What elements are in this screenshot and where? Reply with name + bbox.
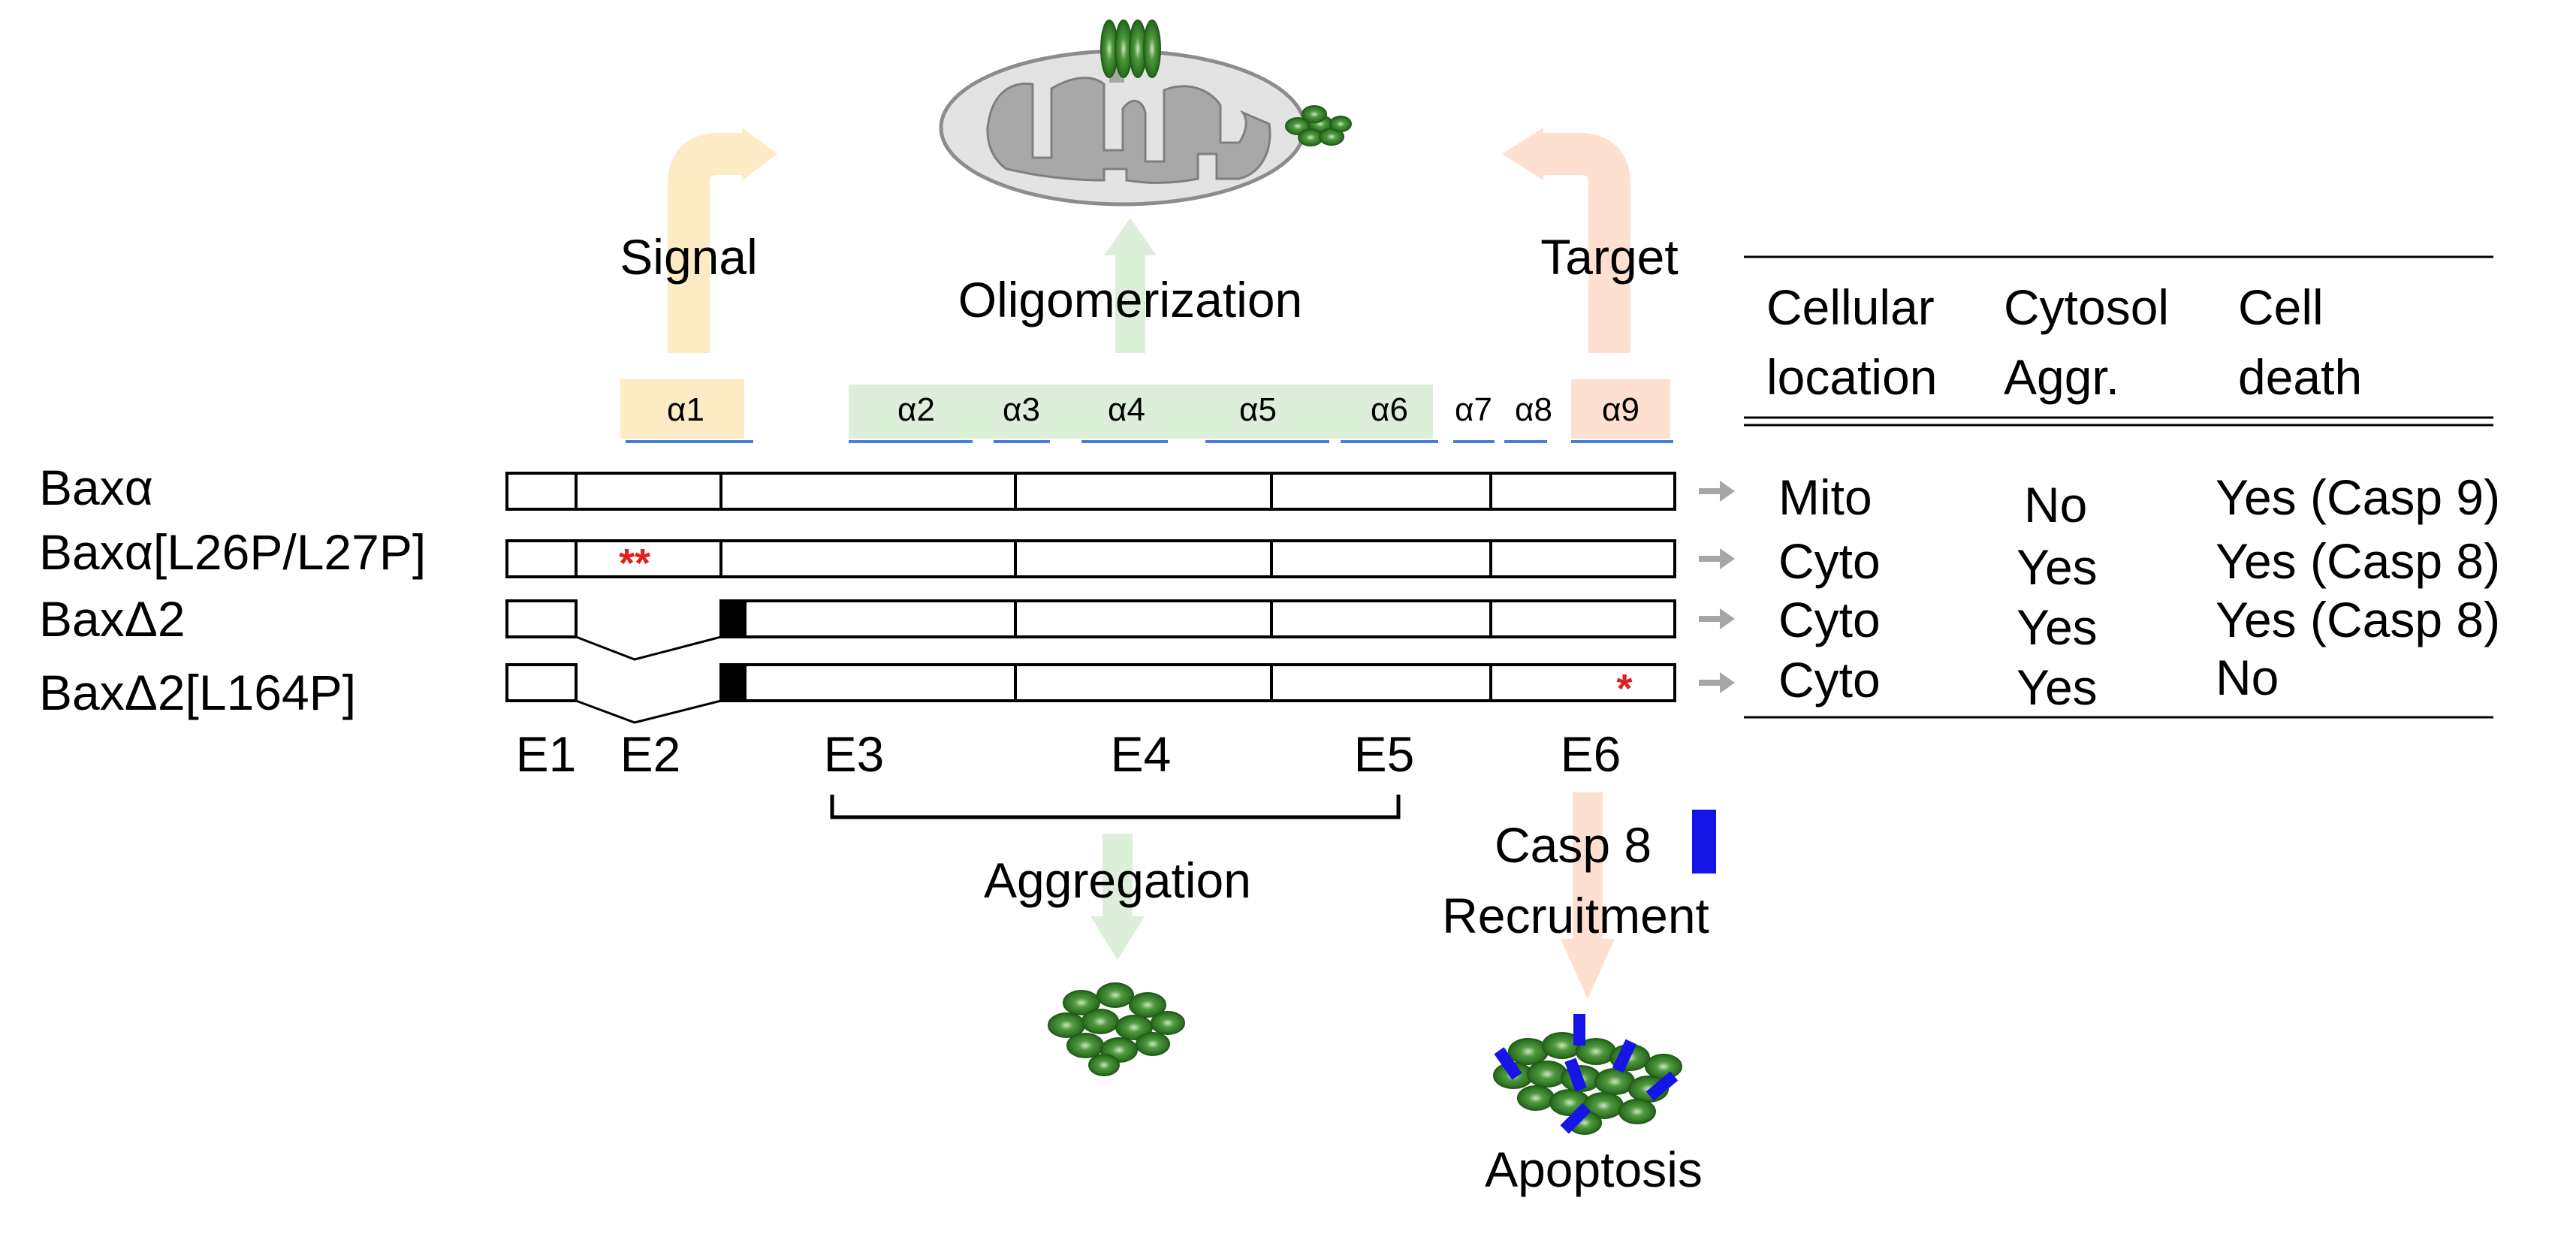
gene-structure-baxa [505,472,1676,511]
cell-aggregation: No [2024,477,2087,533]
helix-label: α6 [1371,391,1408,428]
helix-label: α4 [1108,391,1145,428]
cell-death: Yes (Casp 8) [2216,592,2500,647]
mitochondrion [939,20,1352,207]
header-location-line1: Cellular [1766,279,1935,335]
helix-label: α5 [1239,391,1277,428]
cell-location: Cyto [1778,652,1881,708]
helix-label: α1 [667,391,704,428]
exon-label: E5 [1354,726,1415,782]
construct-name-baxa: Baxα [39,460,153,515]
recruitment-arrow [1561,792,1615,999]
cell-aggregation: Yes [2016,659,2098,715]
header-aggregation-line1: Cytosol [2004,279,2169,335]
signal-arrow [668,128,777,353]
header-location-line2: location [1766,349,1938,405]
construct-name-baxd2: BaxΔ2 [39,591,186,647]
gene-structure-baxd2 [505,599,1676,661]
oligomerization-helix-box [849,385,1433,439]
gene-structure-baxd2-l164p [505,663,1676,724]
cell-death: No [2216,650,2279,705]
target-helix-box [1571,379,1670,439]
bax-cluster-small-icon [1285,105,1352,146]
target-label: Target [1540,229,1678,285]
aggregation-arrow [1090,834,1145,960]
aggregation-bracket [830,795,1401,819]
bax-oligomer-pore-icon [1100,20,1161,83]
bax-aggregate-icon [1048,982,1185,1076]
exon-label: E4 [1111,726,1172,782]
exon-label: E3 [824,726,885,782]
aggregation-label: Aggregation [984,852,1251,908]
header-death-line1: Cell [2238,279,2324,335]
cell-location: Mito [1778,469,1872,525]
row-arrows [1699,481,1735,693]
exon-labels: E1 E2 E3 E4 E5 E6 [516,726,1621,782]
exon-label: E6 [1561,726,1621,782]
helix-label: α7 [1455,391,1492,428]
header-death-line2: death [2238,349,2362,405]
cell-location: Cyto [1778,592,1881,647]
mutation-marker-single: * [1616,666,1632,711]
oligomerization-arrow [1104,218,1157,353]
signal-label: Signal [620,229,757,285]
helix-label: α8 [1515,391,1552,428]
helix-label: α3 [1003,391,1040,428]
oligomerization-label: Oligomerization [958,272,1303,327]
construct-name-baxd2-l164p: BaxΔ2[L164P] [39,665,356,720]
cell-aggregation: Yes [2016,599,2098,655]
cell-death: Yes (Casp 8) [2216,533,2500,589]
casp8-icon [1692,810,1716,873]
cell-location: Cyto [1778,533,1881,589]
apoptosis-aggregate-icon [1493,1014,1682,1135]
apoptosis-label: Apoptosis [1485,1142,1703,1197]
helix-labels: α1 α2 α3 α4 α5 α6 α7 α8 α9 [667,391,1639,428]
exon-label: E1 [516,726,577,782]
recruitment-label: Recruitment [1442,888,1709,943]
cell-aggregation: Yes [2016,539,2098,595]
target-arrow [1502,128,1630,353]
header-aggregation-line2: Aggr. [2004,349,2119,405]
gene-structure-baxa-l26p-l27p [505,539,1676,578]
casp8-label: Casp 8 [1495,817,1651,873]
exon-label: E2 [620,726,681,782]
cell-death: Yes (Casp 9) [2216,469,2500,525]
helix-label: α9 [1602,391,1639,428]
signal-helix-box [620,379,744,439]
mutation-marker-double: ** [619,541,650,586]
construct-name-baxa-l26p-l27p: Baxα[L26P/L27P] [39,524,426,580]
results-table: Cellular location Cytosol Aggr. Cell dea… [1744,255,2500,719]
mitochondrion-cristae [986,77,1271,184]
casp8-bound-icons [1494,1014,1679,1134]
helix-label: α2 [897,391,935,428]
